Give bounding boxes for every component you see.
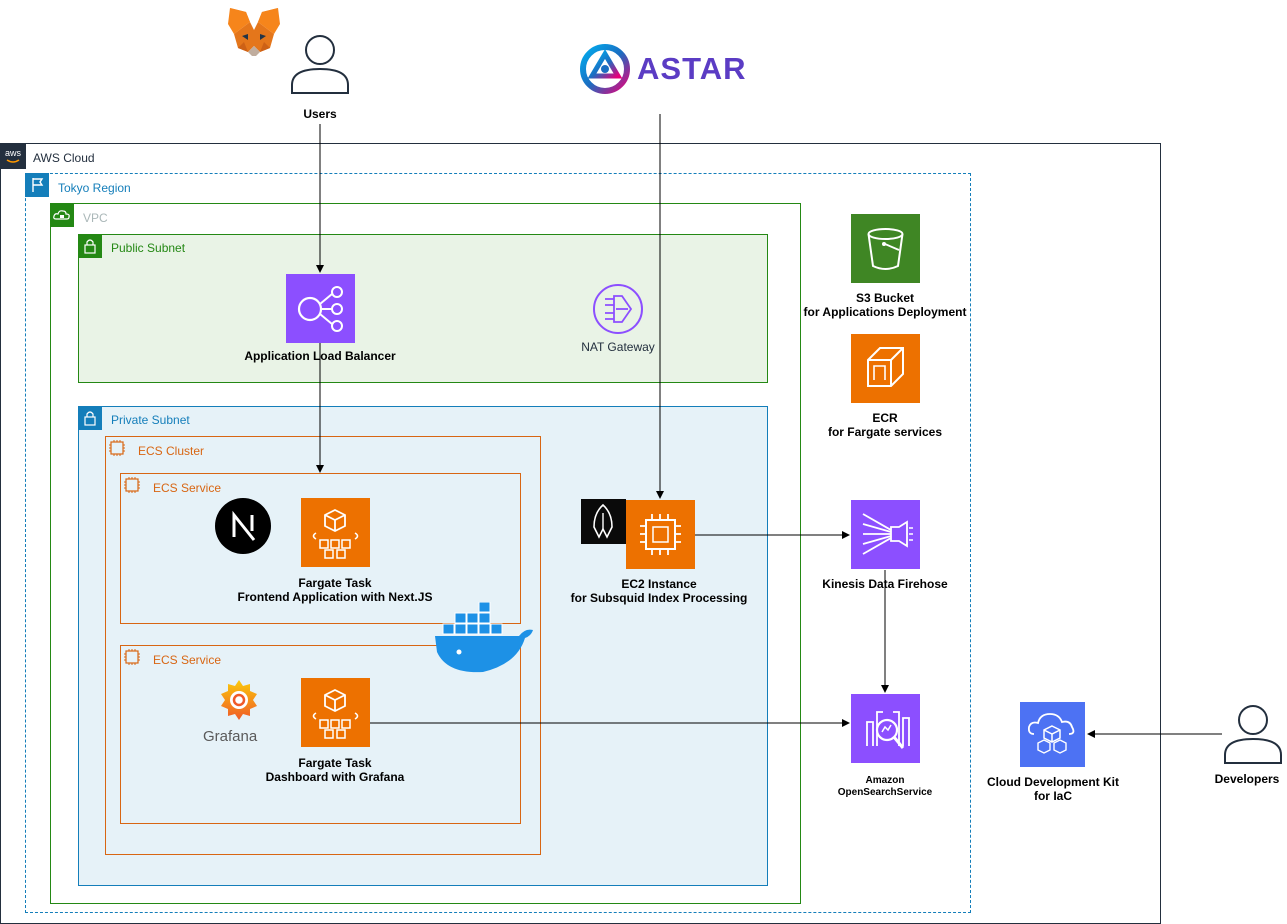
- region-flag-icon: [25, 173, 49, 197]
- vpc-label: VPC: [83, 211, 108, 225]
- ecs-service-dashboard-label: ECS Service: [153, 653, 222, 667]
- opensearch-subtitle: OpenSearchService: [837, 787, 933, 798]
- grafana-wordmark: Grafana: [203, 728, 258, 745]
- kinesis-label: Kinesis Data Firehose: [822, 577, 948, 591]
- fargate-frontend-subtitle: Frontend Application with Next.JS: [237, 590, 433, 604]
- developers-person-icon: [1222, 703, 1284, 765]
- nat-gateway-icon: [592, 283, 644, 335]
- subsquid-logo-icon: [581, 499, 626, 544]
- ecs-service-frontend-chip-icon: [120, 473, 144, 497]
- aws-cloud-label: AWS Cloud: [33, 151, 95, 165]
- public-subnet-group: [78, 234, 768, 383]
- astar-logo-icon: [578, 42, 632, 96]
- public-subnet-label: Public Subnet: [111, 241, 186, 255]
- fargate-dashboard-title: Fargate Task: [298, 756, 372, 770]
- ecr-subtitle: for Fargate services: [827, 425, 943, 439]
- region-label: Tokyo Region: [58, 181, 131, 195]
- private-subnet-lock-icon: [78, 406, 102, 430]
- cdk-title: Cloud Development Kit: [986, 775, 1119, 789]
- ec2-subtitle: for Subsquid Index Processing: [570, 591, 748, 605]
- vpc-group: [50, 203, 801, 904]
- ecs-service-frontend-label: ECS Service: [153, 481, 222, 495]
- docker-whale-icon: [433, 601, 537, 676]
- users-person-icon: [289, 33, 351, 95]
- svg-text:aws: aws: [5, 148, 22, 158]
- grafana-logo-icon: [218, 677, 260, 723]
- metamask-fox-icon: [226, 6, 282, 58]
- ecs-cluster-chip-icon: [105, 436, 129, 460]
- alb-label: Application Load Balancer: [244, 349, 396, 363]
- private-subnet-label: Private Subnet: [111, 413, 190, 427]
- developers-label: Developers: [1214, 772, 1280, 786]
- fargate-dashboard-subtitle: Dashboard with Grafana: [265, 770, 405, 784]
- ecr-icon: [851, 334, 920, 403]
- ecs-cluster-group: [105, 436, 541, 855]
- astar-wordmark: ASTAR: [637, 51, 747, 86]
- private-subnet-group: [78, 406, 768, 886]
- opensearch-icon: [851, 694, 920, 763]
- public-subnet-lock-icon: [78, 234, 102, 258]
- s3-subtitle: for Applications Deployment: [803, 305, 967, 319]
- fargate-dashboard-icon: [301, 678, 370, 747]
- users-label: Users: [303, 107, 337, 121]
- opensearch-title: Amazon: [865, 775, 905, 786]
- fargate-frontend-title: Fargate Task: [298, 576, 372, 590]
- kinesis-firehose-icon: [851, 500, 920, 569]
- cdk-icon: [1020, 702, 1085, 767]
- s3-bucket-icon: [851, 214, 920, 283]
- alb-icon: [286, 274, 355, 343]
- fargate-frontend-icon: [301, 498, 370, 567]
- tokyo-region-group: [25, 173, 971, 913]
- vpc-cloud-icon: [50, 203, 74, 227]
- cdk-subtitle: for IaC: [1033, 789, 1072, 803]
- ecs-service-frontend-group: [120, 473, 521, 624]
- ecs-cluster-label: ECS Cluster: [138, 444, 205, 458]
- s3-title: S3 Bucket: [855, 291, 915, 305]
- ecs-service-dashboard-group: [120, 645, 521, 824]
- ecr-title: ECR: [872, 411, 898, 425]
- nat-gateway-label: NAT Gateway: [581, 340, 655, 354]
- ec2-instance-icon: [626, 500, 695, 569]
- nextjs-logo-icon: [215, 498, 271, 554]
- aws-logo-icon: aws: [0, 143, 26, 169]
- ecs-service-dashboard-chip-icon: [120, 645, 144, 669]
- ec2-title: EC2 Instance: [621, 577, 697, 591]
